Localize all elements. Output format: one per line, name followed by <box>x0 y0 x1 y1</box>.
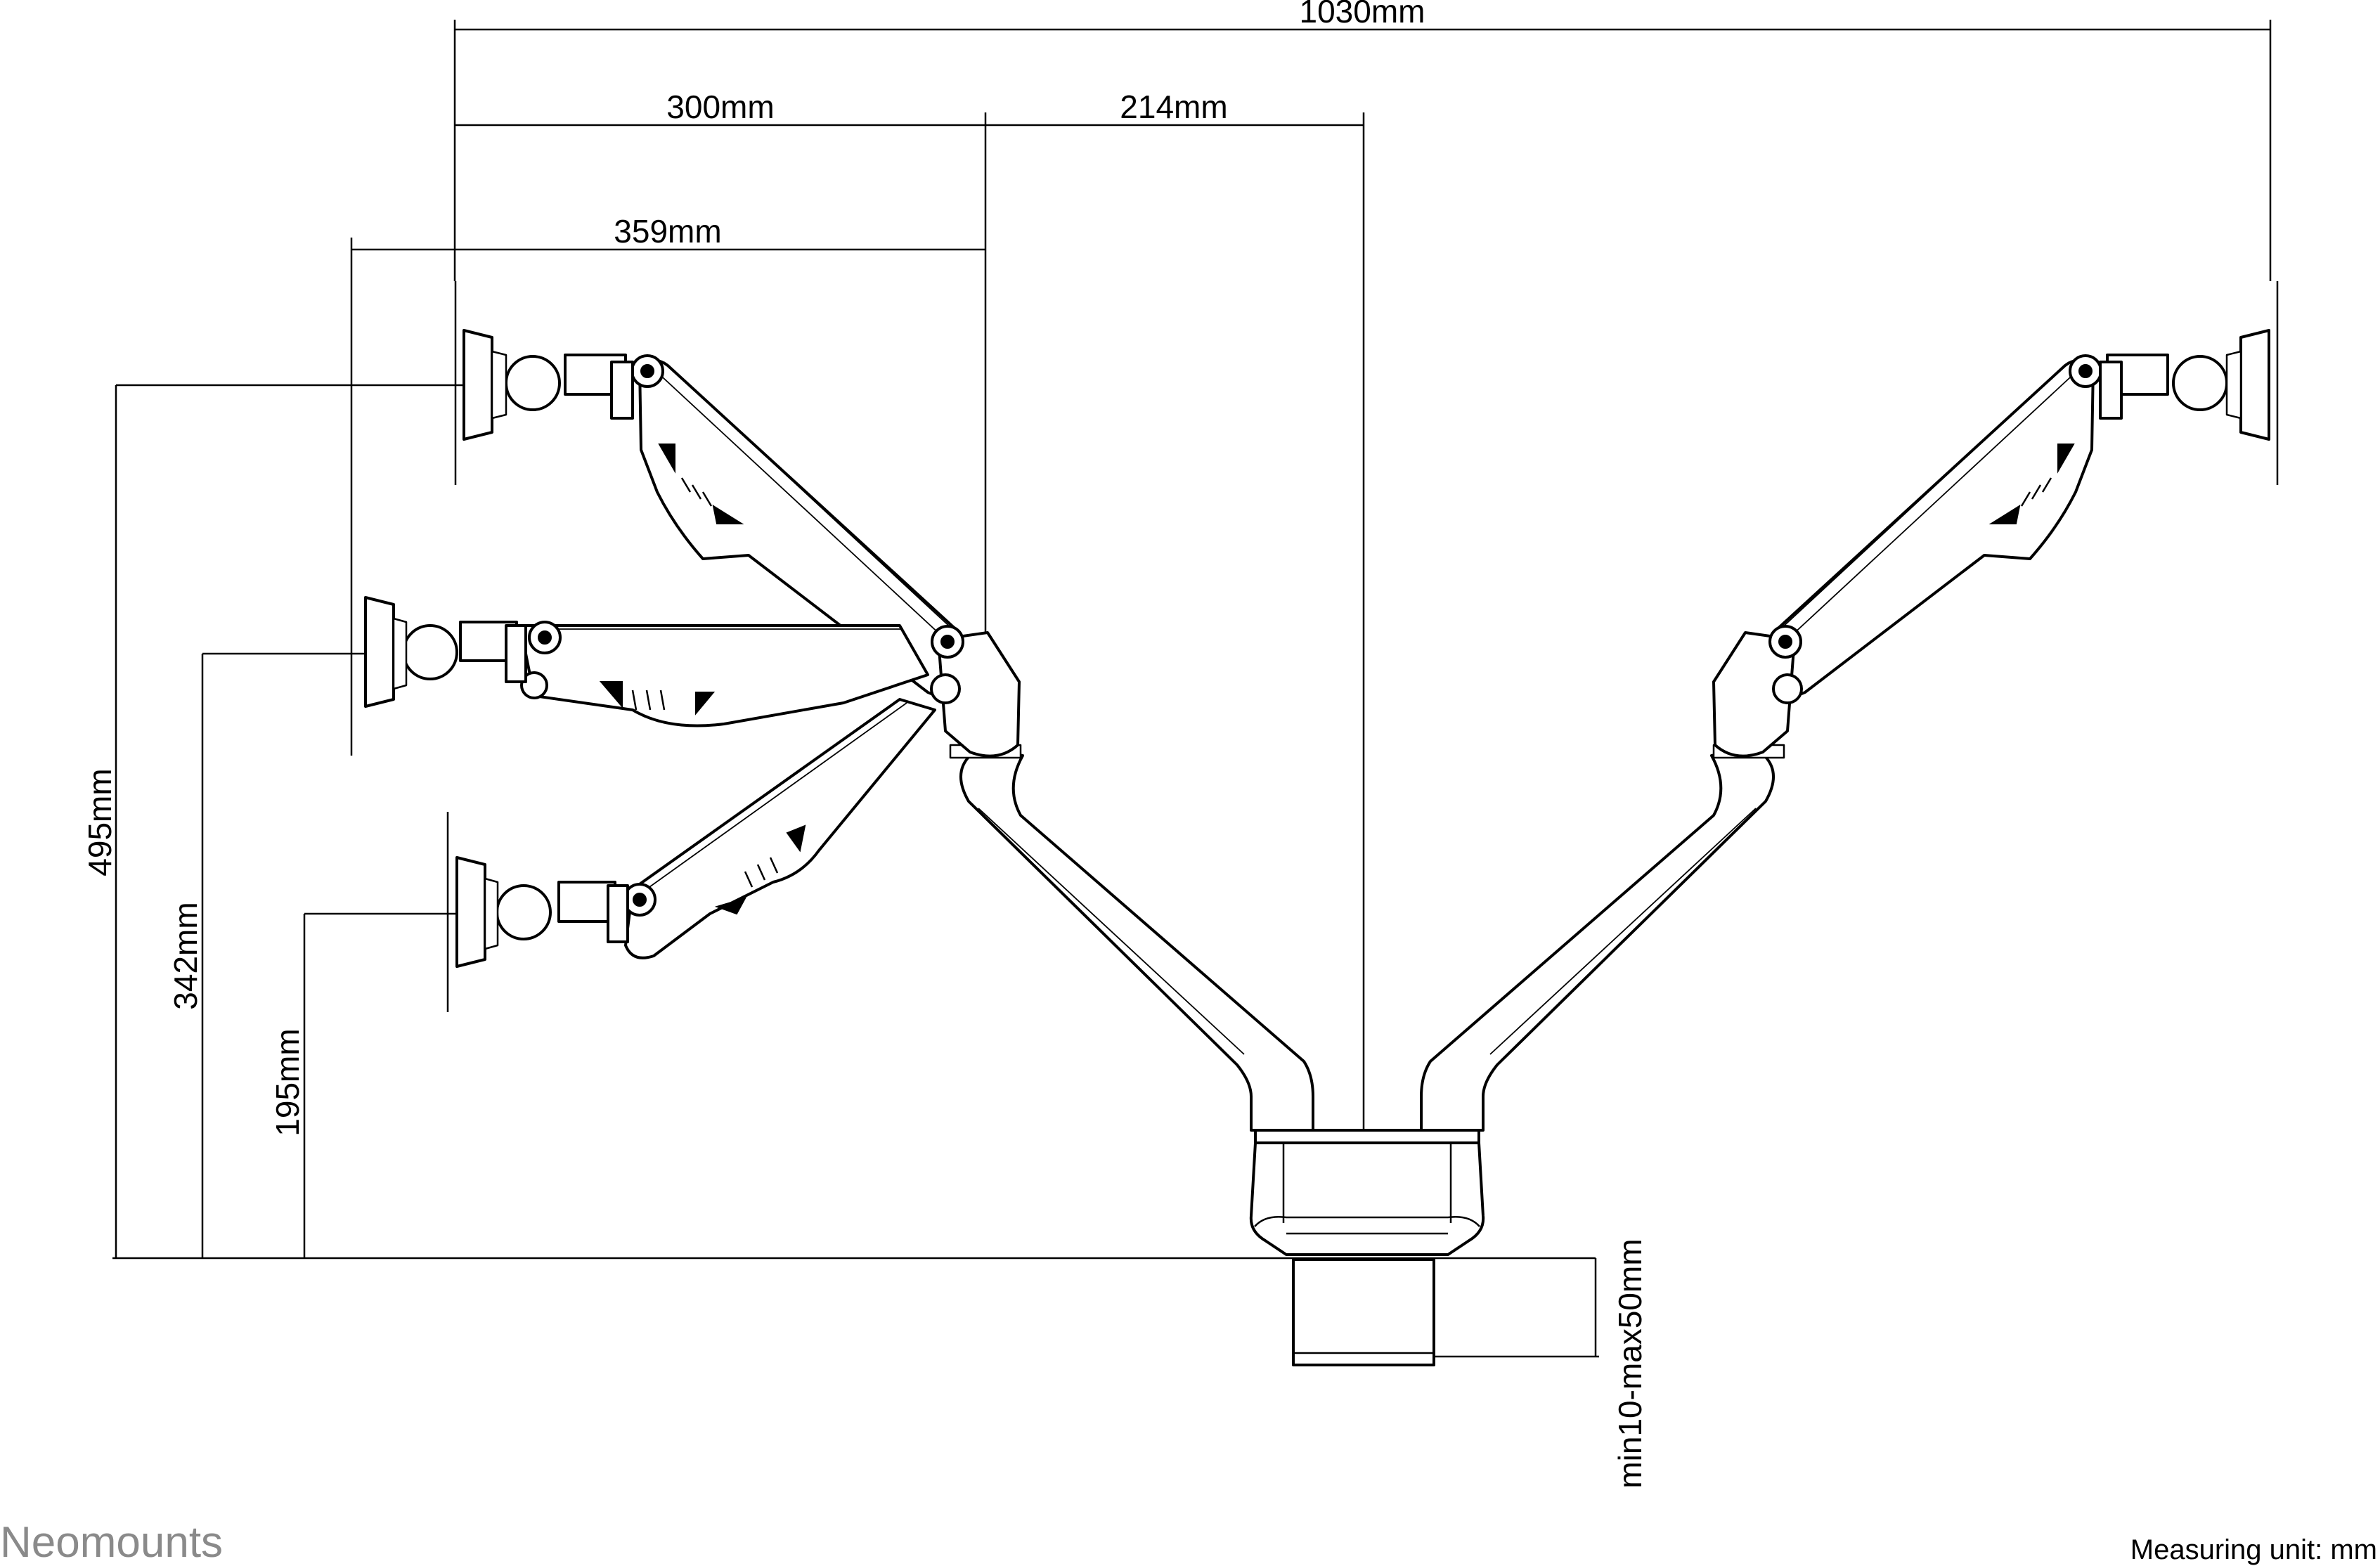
desk-clamp <box>1249 1129 1485 1366</box>
tilted-reach-label: 359mm <box>614 213 721 250</box>
dimension-labels: 1030mm 300mm 214mm 359mm 495mm 342mm 195… <box>82 0 1648 1489</box>
dimension-lines <box>112 20 2272 1358</box>
left-arm-lower-position <box>446 698 936 1012</box>
measuring-unit-label: Measuring unit: mm <box>2130 1534 2377 1565</box>
column-offset-label: 214mm <box>1120 89 1227 125</box>
desk-thickness-label: min10-max50mm <box>1612 1238 1648 1488</box>
right-arm <box>1712 281 2279 758</box>
brand-logo: Neomounts <box>0 1518 223 1566</box>
total-width-label: 1030mm <box>1300 0 1425 30</box>
right-pole-arm <box>1420 744 1785 1132</box>
height-mid-label: 342mm <box>167 902 204 1009</box>
left-arm-middle-position <box>350 555 929 756</box>
left-arm-upper-position <box>454 281 1021 758</box>
height-max-label: 495mm <box>82 768 118 876</box>
footer: Neomounts Measuring unit: mm <box>0 1518 2377 1566</box>
left-pole-arm <box>949 744 1314 1132</box>
arm-reach-label: 300mm <box>666 89 774 125</box>
height-min-label: 195mm <box>269 1028 306 1136</box>
